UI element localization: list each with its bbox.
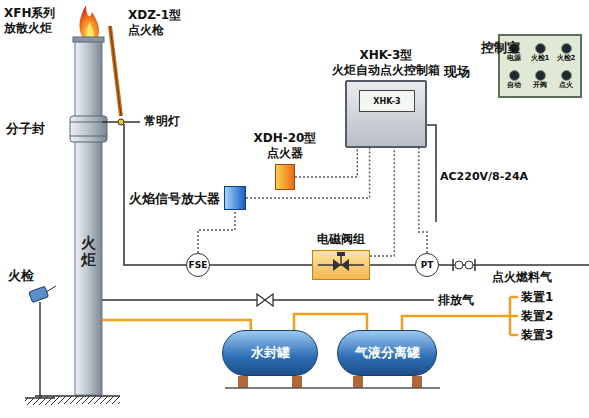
box-text: XHK-3 (373, 97, 400, 106)
box-heading: XDH-20型 点火器 (243, 131, 327, 161)
separator-tank: 气液分离罐 (337, 330, 437, 376)
button-knob (509, 70, 520, 81)
fuel-line (370, 264, 415, 266)
text-label: AC220V/8-24A (440, 170, 528, 184)
button-label: 点火 (559, 82, 573, 89)
text-label: XDZ-1型 点火枪 (128, 8, 200, 38)
box-text: FSE (189, 260, 208, 270)
display-screen: XHK-3 (359, 90, 415, 112)
button-knob (535, 43, 546, 54)
signal-wire (370, 148, 394, 256)
box-heading: 火焰信号放大器 (129, 191, 220, 207)
amplifier-box: 火焰信号放大器 (224, 186, 246, 210)
signal-wire (198, 210, 235, 253)
box-text: PT (421, 260, 434, 270)
box-heading: XHK-3型 火炬自动点火控制箱 (311, 48, 461, 78)
text-label: 点火燃料气 (492, 270, 552, 285)
button-knob (561, 70, 572, 81)
box-heading: 电磁阀组 (301, 232, 381, 247)
text-label: 装置2 (521, 309, 553, 324)
panel-button: 火检2 (554, 43, 578, 62)
button-label: 自动 (507, 82, 521, 89)
seal-tank: 水封罐 (222, 330, 318, 376)
box-text: 气液分离罐 (355, 344, 420, 362)
button-knob (509, 43, 520, 54)
button-label: 火检1 (531, 55, 550, 62)
text-label: 常明灯 (144, 114, 180, 129)
pt-circle: PT (415, 253, 439, 277)
panel-button: 开阀 (528, 70, 552, 89)
fse-circle: FSE (186, 253, 210, 277)
text-label: 火检 (8, 268, 34, 284)
control-panel: 电源 火检1 火检2 自动 开阀 点火 (498, 34, 582, 98)
button-knob (561, 43, 572, 54)
stack-label: 火炬 (81, 235, 96, 268)
control-box: XHK-3型 火炬自动点火控制箱XHK-3 (345, 80, 427, 148)
flare-stack: 火炬 (75, 40, 102, 395)
box-text: 水封罐 (251, 344, 290, 362)
button-knob (535, 70, 546, 81)
signal-wire (246, 148, 370, 198)
text-label: 控制室 (481, 40, 494, 56)
gas-pipe (102, 320, 251, 330)
signal-wire (295, 148, 357, 177)
panel-button: 自动 (502, 70, 526, 89)
panel-button: 电源 (502, 43, 526, 62)
button-label: 电源 (507, 55, 521, 62)
gas-pipe (294, 314, 367, 330)
panel-button: 火检1 (528, 43, 552, 62)
signal-wire (419, 148, 427, 253)
button-label: 火检2 (557, 55, 576, 62)
text-label: 装置1 (521, 290, 553, 305)
text-label: 现场 (444, 64, 457, 80)
text-label: 排放气 (438, 293, 474, 308)
valve-group: 电磁阀组 (312, 250, 370, 280)
text-label: 装置3 (521, 328, 553, 343)
text-label: 分子封 (6, 121, 45, 137)
button-label: 开阀 (533, 82, 547, 89)
panel-button: 点火 (554, 70, 578, 89)
igniter-box: XDH-20型 点火器 (275, 164, 295, 190)
text-label: XFH系列 放散火炬 (4, 6, 72, 36)
fuel-line (210, 264, 312, 266)
